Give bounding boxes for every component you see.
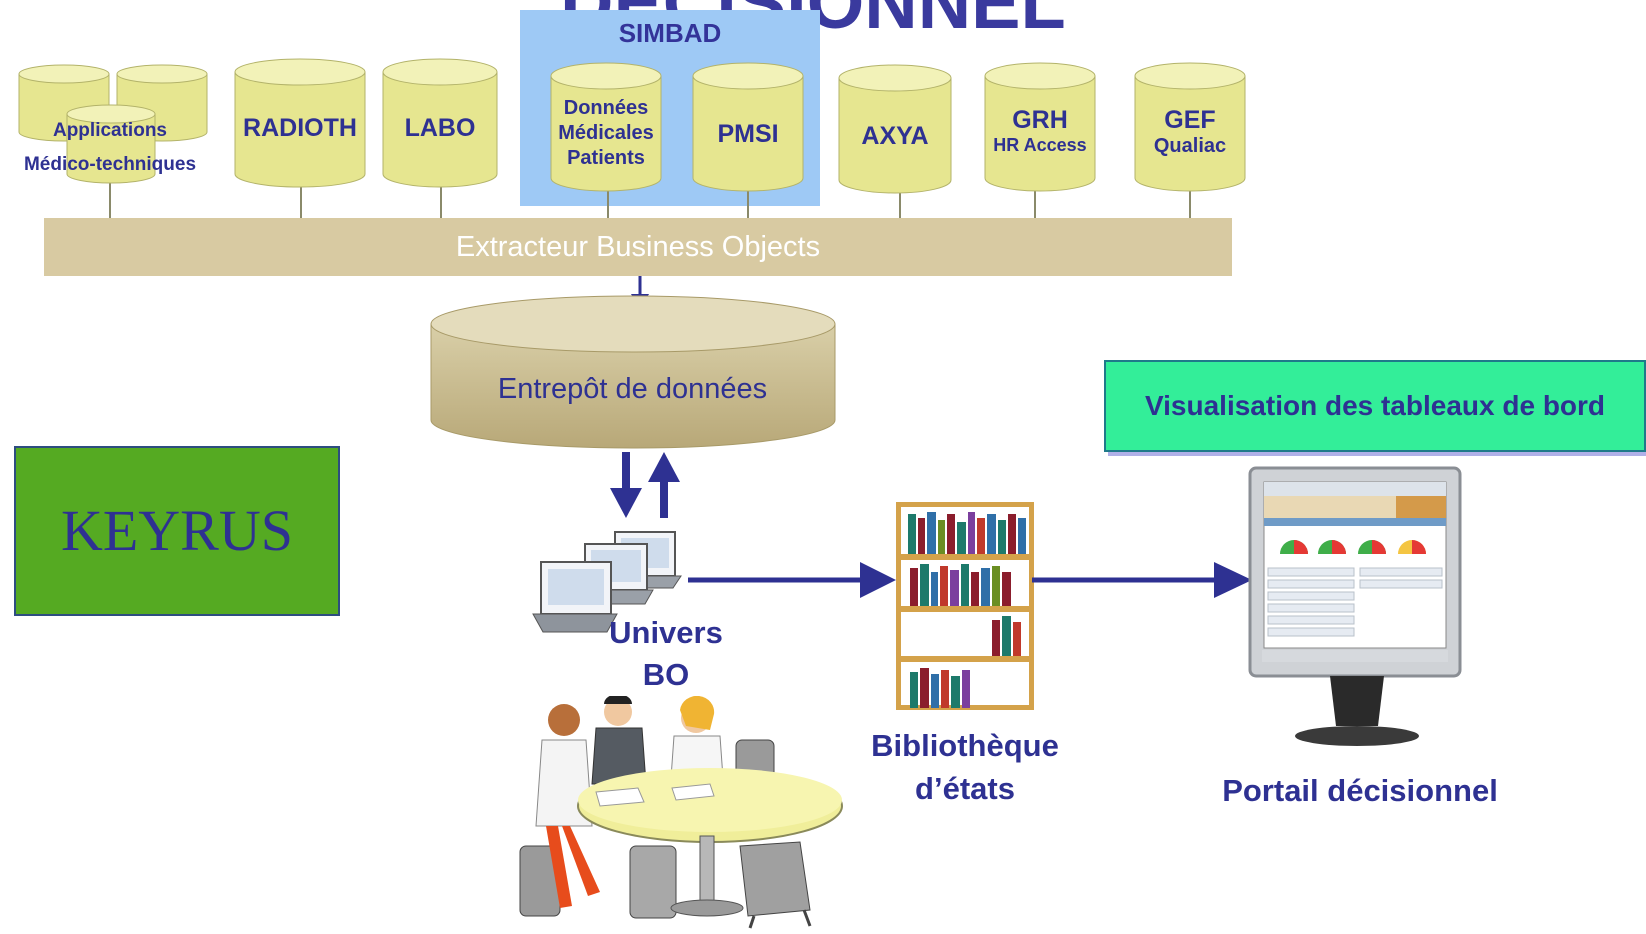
donnees-cylinder: Données Médicales Patients xyxy=(550,62,662,192)
arrow-right-icon xyxy=(1032,562,1252,598)
connector-axya xyxy=(899,186,901,218)
axya-cylinder: AXYA xyxy=(838,64,952,194)
laptops-icon xyxy=(532,531,682,633)
univers-label-line1: Univers xyxy=(609,615,723,650)
gef-cylinder: GEF Qualiac xyxy=(1134,62,1246,192)
keyrus-box xyxy=(14,446,340,616)
arrow-right-icon xyxy=(688,562,896,598)
gef-label: GEF Qualiac xyxy=(1134,106,1246,158)
meeting-people-icon xyxy=(519,696,843,929)
connector-pmsi xyxy=(747,186,749,218)
bibliotheque-label-line2: d’états xyxy=(915,771,1015,807)
radioth-cylinder: RADIOTH xyxy=(234,58,366,188)
connector-radioth xyxy=(300,180,302,218)
axya-label: AXYA xyxy=(861,122,929,150)
extractor-bar xyxy=(44,218,1232,276)
grh-label-line2: HR Access xyxy=(993,134,1087,155)
grh-cylinder: GRH HR Access xyxy=(984,62,1096,192)
connector-applications xyxy=(109,170,111,218)
bookshelf-icon xyxy=(896,502,1034,710)
bidirectional-arrows-icon xyxy=(610,452,680,518)
applications-label-line1: Applications xyxy=(52,120,167,141)
donnees-label-line2: Médicales xyxy=(558,122,654,144)
gef-label-line1: GEF xyxy=(1164,106,1216,134)
connector-gef xyxy=(1189,186,1191,218)
radioth-label: RADIOTH xyxy=(243,114,357,142)
keyrus-label: KEYRUS xyxy=(60,498,294,563)
connector-donnees xyxy=(607,186,609,218)
pmsi-label: PMSI xyxy=(717,120,779,148)
donnees-label-line3: Patients xyxy=(567,147,645,169)
visualisation-label: Visualisation des tableaux de bord xyxy=(1144,390,1606,421)
monitor-icon xyxy=(1248,466,1462,746)
extractor-label: Extracteur Business Objects xyxy=(455,231,821,263)
grh-label-line1: GRH xyxy=(1012,106,1068,134)
visualisation-box xyxy=(1104,360,1646,452)
univers-label: Univers BO xyxy=(586,612,746,696)
donnees-label-line1: Données xyxy=(563,97,649,119)
connector-grh xyxy=(1034,186,1036,218)
gef-label-line2: Qualiac xyxy=(1153,134,1227,157)
applications-cylinder-3 xyxy=(66,104,156,184)
simbad-label: SIMBAD xyxy=(618,18,722,48)
applications-label-line2: Médico-techniques xyxy=(23,154,197,175)
warehouse-label: Entrepôt de données xyxy=(497,373,768,405)
connector-labo xyxy=(440,180,442,218)
pmsi-cylinder: PMSI xyxy=(692,62,804,192)
portail-label: Portail décisionnel xyxy=(1222,773,1498,808)
labo-cylinder: LABO xyxy=(382,58,498,188)
labo-label: LABO xyxy=(404,114,476,142)
bibliotheque-label: Bibliothèque d’états xyxy=(836,724,1094,811)
grh-label: GRH HR Access xyxy=(984,106,1096,155)
warehouse-cylinder xyxy=(430,294,836,450)
applications-label: Applications Médico-techniques xyxy=(10,114,210,182)
univers-label-line2: BO xyxy=(642,656,690,692)
donnees-label: Données Médicales Patients xyxy=(550,96,662,171)
bibliotheque-label-line1: Bibliothèque xyxy=(871,728,1059,763)
